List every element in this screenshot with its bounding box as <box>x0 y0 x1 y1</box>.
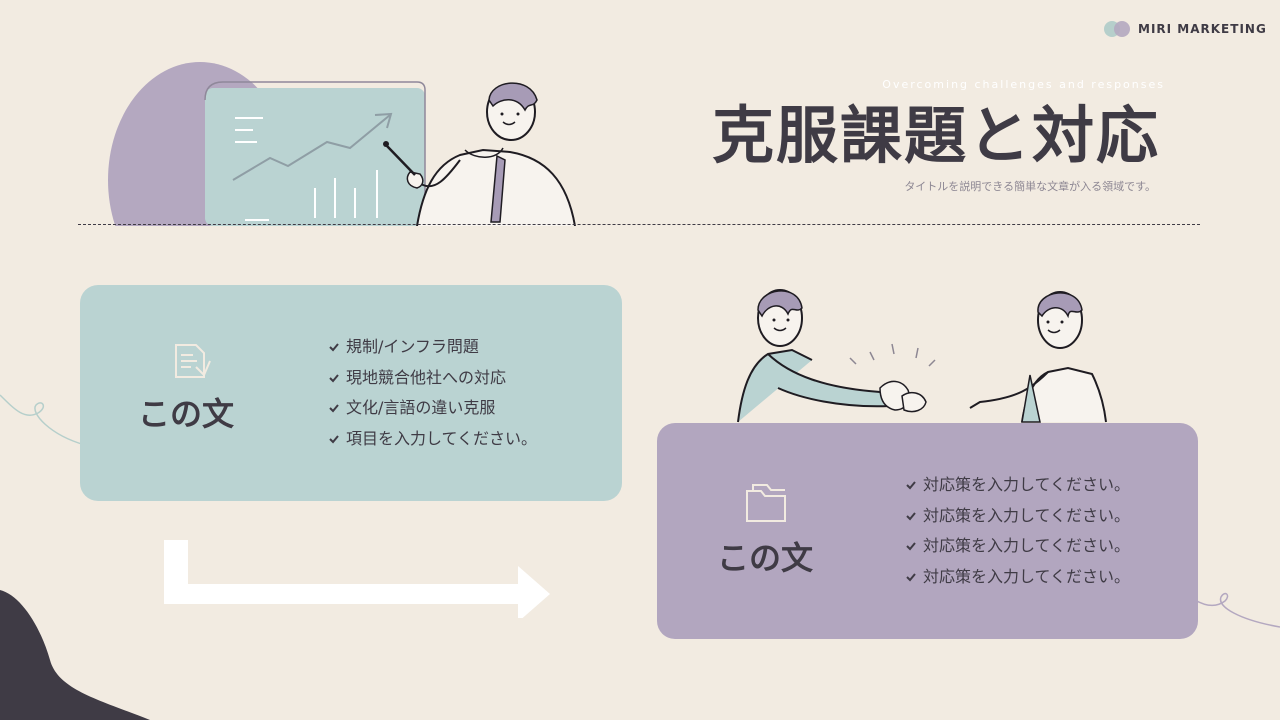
folder-icon <box>746 484 786 522</box>
page-title: 克服課題と対応 <box>711 99 1160 172</box>
list-item: 項目を入力してください。 <box>328 424 537 455</box>
list-item: 文化/言語の違い克服 <box>328 393 537 424</box>
brand-name: MIRI MARKETING <box>1138 22 1267 36</box>
challenges-heading: この文 <box>138 395 235 433</box>
logo-mark-icon <box>1104 21 1130 37</box>
brand-logo: MIRI MARKETING <box>1104 21 1267 37</box>
presenter-illustration <box>108 62 576 226</box>
list-item: 対応策を入力してください。 <box>905 501 1130 532</box>
decorative-squiggle-right <box>1195 592 1280 628</box>
responses-card: この文 対応策を入力してください。 対応策を入力してください。 対応策を入力して… <box>657 423 1198 639</box>
check-icon <box>906 512 916 521</box>
check-icon <box>329 343 339 352</box>
header-divider <box>78 224 1200 225</box>
list-item: 対応策を入力してください。 <box>905 531 1130 562</box>
check-icon <box>906 542 916 551</box>
check-icon <box>329 374 339 383</box>
decorative-squiggle-left <box>0 394 86 446</box>
check-icon <box>906 573 916 582</box>
challenges-card: この文 規制/インフラ問題 現地競合他社への対応 文化/言語の違い克服 項目を入… <box>80 285 622 501</box>
list-item: 現地競合他社への対応 <box>328 363 537 394</box>
handshake-illustration <box>737 289 1107 423</box>
flow-arrow-icon <box>164 540 550 618</box>
responses-heading: この文 <box>717 539 814 577</box>
check-icon <box>906 481 916 490</box>
subtitle-english: Overcoming challenges and responses <box>882 78 1165 91</box>
decorative-blob <box>0 590 150 720</box>
list-item: 規制/インフラ問題 <box>328 332 537 363</box>
list-item: 対応策を入力してください。 <box>905 562 1130 593</box>
challenges-list: 規制/インフラ問題 現地競合他社への対応 文化/言語の違い克服 項目を入力してく… <box>328 332 537 454</box>
check-icon <box>329 404 339 413</box>
check-icon <box>329 435 339 444</box>
document-edit-icon <box>175 344 211 378</box>
list-item: 対応策を入力してください。 <box>905 470 1130 501</box>
responses-list: 対応策を入力してください。 対応策を入力してください。 対応策を入力してください… <box>905 470 1130 592</box>
subtitle-japanese: タイトルを説明できる簡単な文章が入る領域です。 <box>904 180 1156 193</box>
